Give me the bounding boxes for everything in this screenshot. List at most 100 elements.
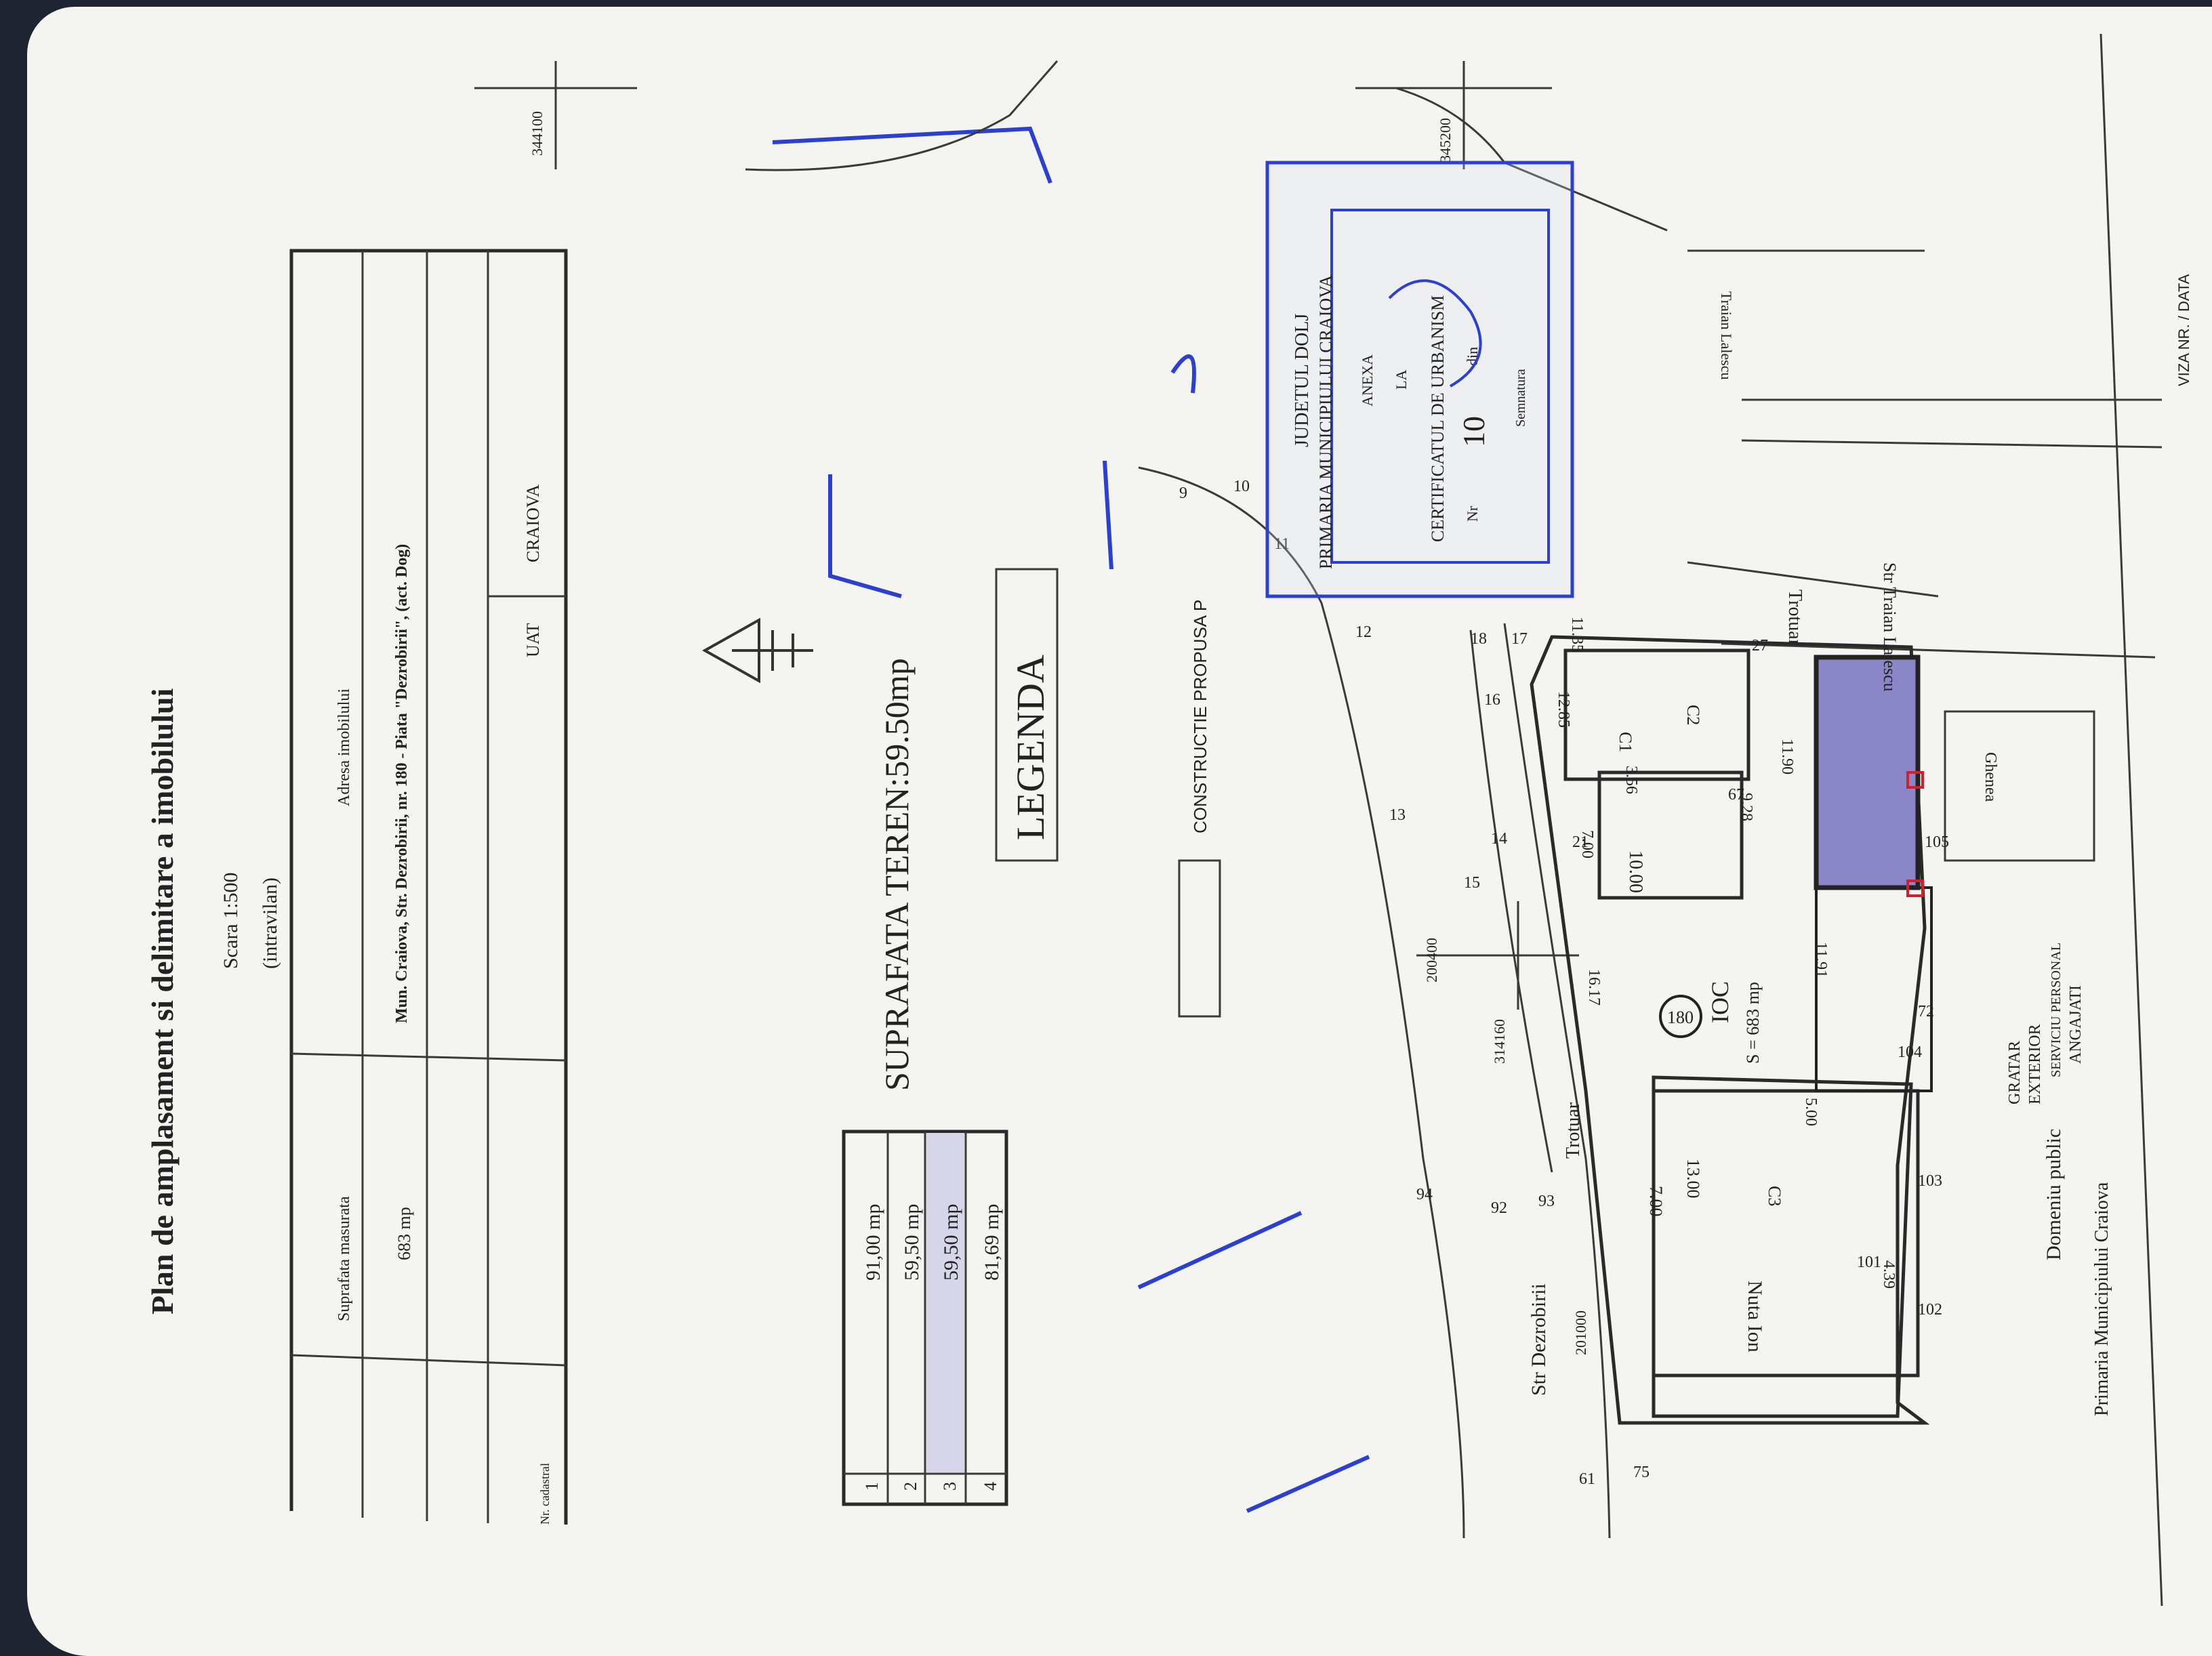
header-uat-label: UAT — [523, 623, 543, 657]
neighbor-name: Nuta Ion — [1744, 1281, 1766, 1352]
stamp-annex: ANEXA — [1359, 354, 1376, 407]
parcel-number: 180 — [1667, 1008, 1694, 1027]
pt-92: 92 — [1491, 1199, 1507, 1217]
pt-93: 93 — [1538, 1193, 1555, 1210]
street-traian-lalescu: Str Traian Lalescu — [1880, 562, 1900, 692]
pt-14: 14 — [1491, 830, 1507, 848]
surface-row-4-value: 81,69 mp — [981, 1204, 1003, 1281]
pt-15: 15 — [1464, 874, 1480, 892]
header-area-value: 683 mp — [394, 1207, 414, 1260]
surface-row-1-nr: 1 — [862, 1482, 882, 1491]
header-table: Suprafata masurata Adresa imobilului 683… — [289, 249, 568, 1525]
stamp-certificate: CERTIFICATUL DE URBANISM — [1428, 295, 1448, 542]
street-lalescu-short: Traian Lalescu — [1718, 291, 1735, 380]
grid-n1: 344100 — [529, 111, 546, 156]
parcel-180: C1 C2 C3 10.00 7.00 9.28 12.85 3.56 11.9… — [1530, 617, 2095, 1425]
blue-stamp-marks — [772, 126, 1370, 1513]
pt-67: 67 — [1728, 786, 1744, 804]
street-trotuar2: Trotuar — [1784, 589, 1805, 646]
dim-6: 11.91 — [1812, 942, 1830, 978]
dim-12: 16.17 — [1585, 969, 1603, 1006]
pt-12: 12 — [1355, 623, 1372, 641]
building-c3: C3 — [1765, 1186, 1784, 1206]
parcel-code: IOC — [1706, 981, 1734, 1023]
grid-n2: 345200 — [1437, 118, 1454, 163]
pt-104: 104 — [1898, 1043, 1922, 1061]
pt-103: 103 — [1918, 1172, 1942, 1190]
document-title: Plan de amplasament si delimitare a imob… — [145, 688, 180, 1315]
dim-2: 7.00 — [1578, 830, 1596, 858]
site-plan: Plan de amplasament si delimitare a imob… — [145, 33, 2192, 1607]
pt-16: 16 — [1484, 691, 1500, 709]
road-lines — [745, 33, 2163, 1607]
stamp-to: LA — [1393, 370, 1410, 390]
legend-title: LEGENDA — [1008, 655, 1052, 840]
dim-5: 3.56 — [1622, 766, 1640, 794]
note-employees: ANGAJATI — [2067, 985, 2085, 1064]
surface-row-4-nr: 4 — [981, 1482, 1000, 1491]
header-col-area: Suprafata masurata — [335, 1196, 353, 1321]
surface-label: SUPRAFATA TEREN:59.50mp — [878, 658, 916, 1091]
street-dezrobirii: Str Dezrobirii — [1528, 1283, 1550, 1396]
surface-row-2-nr: 2 — [901, 1482, 920, 1491]
note-service: SERVICIU PERSONAL — [2049, 943, 2064, 1077]
surface-row-1-value: 91,00 mp — [862, 1204, 884, 1281]
note-gratar: GRATAR — [2006, 1041, 2024, 1104]
stamp-institution: PRIMARIA MUNICIPIULUI CRAIOVA — [1316, 274, 1336, 569]
street-trotuar: Trotuar — [1563, 1102, 1584, 1159]
pt-94: 94 — [1416, 1186, 1433, 1203]
grid-coord: 314160 — [1491, 1019, 1508, 1064]
header-uat-value: CRAIOVA — [523, 484, 543, 562]
proposed-construction — [1814, 655, 1921, 890]
stamp-number-label: Nr — [1464, 505, 1481, 522]
stamp-county: JUDETUL DOLJ — [1292, 314, 1313, 447]
grid-e2: 201000 — [1572, 1310, 1589, 1355]
pt-10: 10 — [1233, 478, 1250, 495]
document-scale: Scara 1:500 — [220, 873, 242, 969]
legend: LEGENDA CONSTRUCTIE PROPUSA P — [995, 568, 1221, 1018]
pt-13: 13 — [1389, 806, 1406, 824]
north-arrow-icon — [701, 617, 813, 684]
header-footer-label: Nr. cadastral — [538, 1463, 552, 1525]
building-c1: C1 — [1616, 732, 1635, 752]
surface-row-3-value: 59,50 mp — [940, 1204, 962, 1281]
building-c2: C2 — [1683, 705, 1703, 725]
dim-4: 12.85 — [1555, 691, 1572, 728]
dim-13: 11.35 — [1568, 617, 1586, 653]
stamp-number-value: 10 — [1456, 416, 1491, 447]
pt-102: 102 — [1918, 1301, 1942, 1319]
pt-72: 72 — [1918, 1003, 1934, 1020]
owner-label: Domeniu public — [2043, 1129, 2065, 1260]
surface-row-3-nr: 3 — [940, 1482, 960, 1491]
pt-105: 105 — [1925, 833, 1949, 851]
dim-9: 13.00 — [1683, 1159, 1703, 1199]
pt-17: 17 — [1511, 630, 1528, 648]
note-exterior: EXTERIOR — [2026, 1024, 2044, 1104]
legend-item: CONSTRUCTIE PROPUSA P — [1190, 600, 1210, 833]
dim-10: 7.00 — [1646, 1186, 1666, 1217]
pt-75: 75 — [1633, 1464, 1650, 1481]
dim-8: 5.00 — [1802, 1098, 1820, 1126]
vertex-labels: 9 10 11 12 13 14 15 16 17 18 21 27 61 67… — [1179, 478, 1949, 1488]
grid-e1: 200400 — [1423, 938, 1440, 982]
pt-61: 61 — [1579, 1470, 1595, 1488]
pt-18: 18 — [1471, 630, 1487, 648]
surface-row-2-value: 59,50 mp — [901, 1204, 923, 1281]
parcel-area: S = 683 mp — [1743, 982, 1763, 1064]
surface-table: 1 2 3 4 91,00 mp 59,50 mp 59,50 mp 81,69… — [842, 1130, 1008, 1506]
dim-11: 4.39 — [1880, 1260, 1898, 1289]
dim-1: 10.00 — [1625, 850, 1646, 893]
right-panel-label: VIZA NR. / DATA — [2175, 274, 2192, 386]
dim-7: 11.90 — [1778, 739, 1796, 774]
pt-11: 11 — [1274, 535, 1290, 553]
document-subtitle: (intravilan) — [259, 877, 281, 969]
scanned-document-sheet: Plan de amplasament si delimitare a imob… — [27, 7, 2212, 1656]
dim-3: 9.28 — [1738, 793, 1755, 821]
header-col-address: Adresa imobilului — [335, 688, 353, 806]
stamp-signature-label: Semnatura — [1513, 369, 1528, 427]
coordinate-ticks: 344100 345200 200400 314160 201000 — [474, 61, 1589, 1355]
urbanism-stamp: JUDETUL DOLJ PRIMARIA MUNICIPIULUI CRAIO… — [1265, 161, 1574, 598]
pt-9: 9 — [1179, 484, 1187, 502]
pt-21: 21 — [1572, 833, 1589, 851]
pt-27: 27 — [1752, 637, 1768, 655]
